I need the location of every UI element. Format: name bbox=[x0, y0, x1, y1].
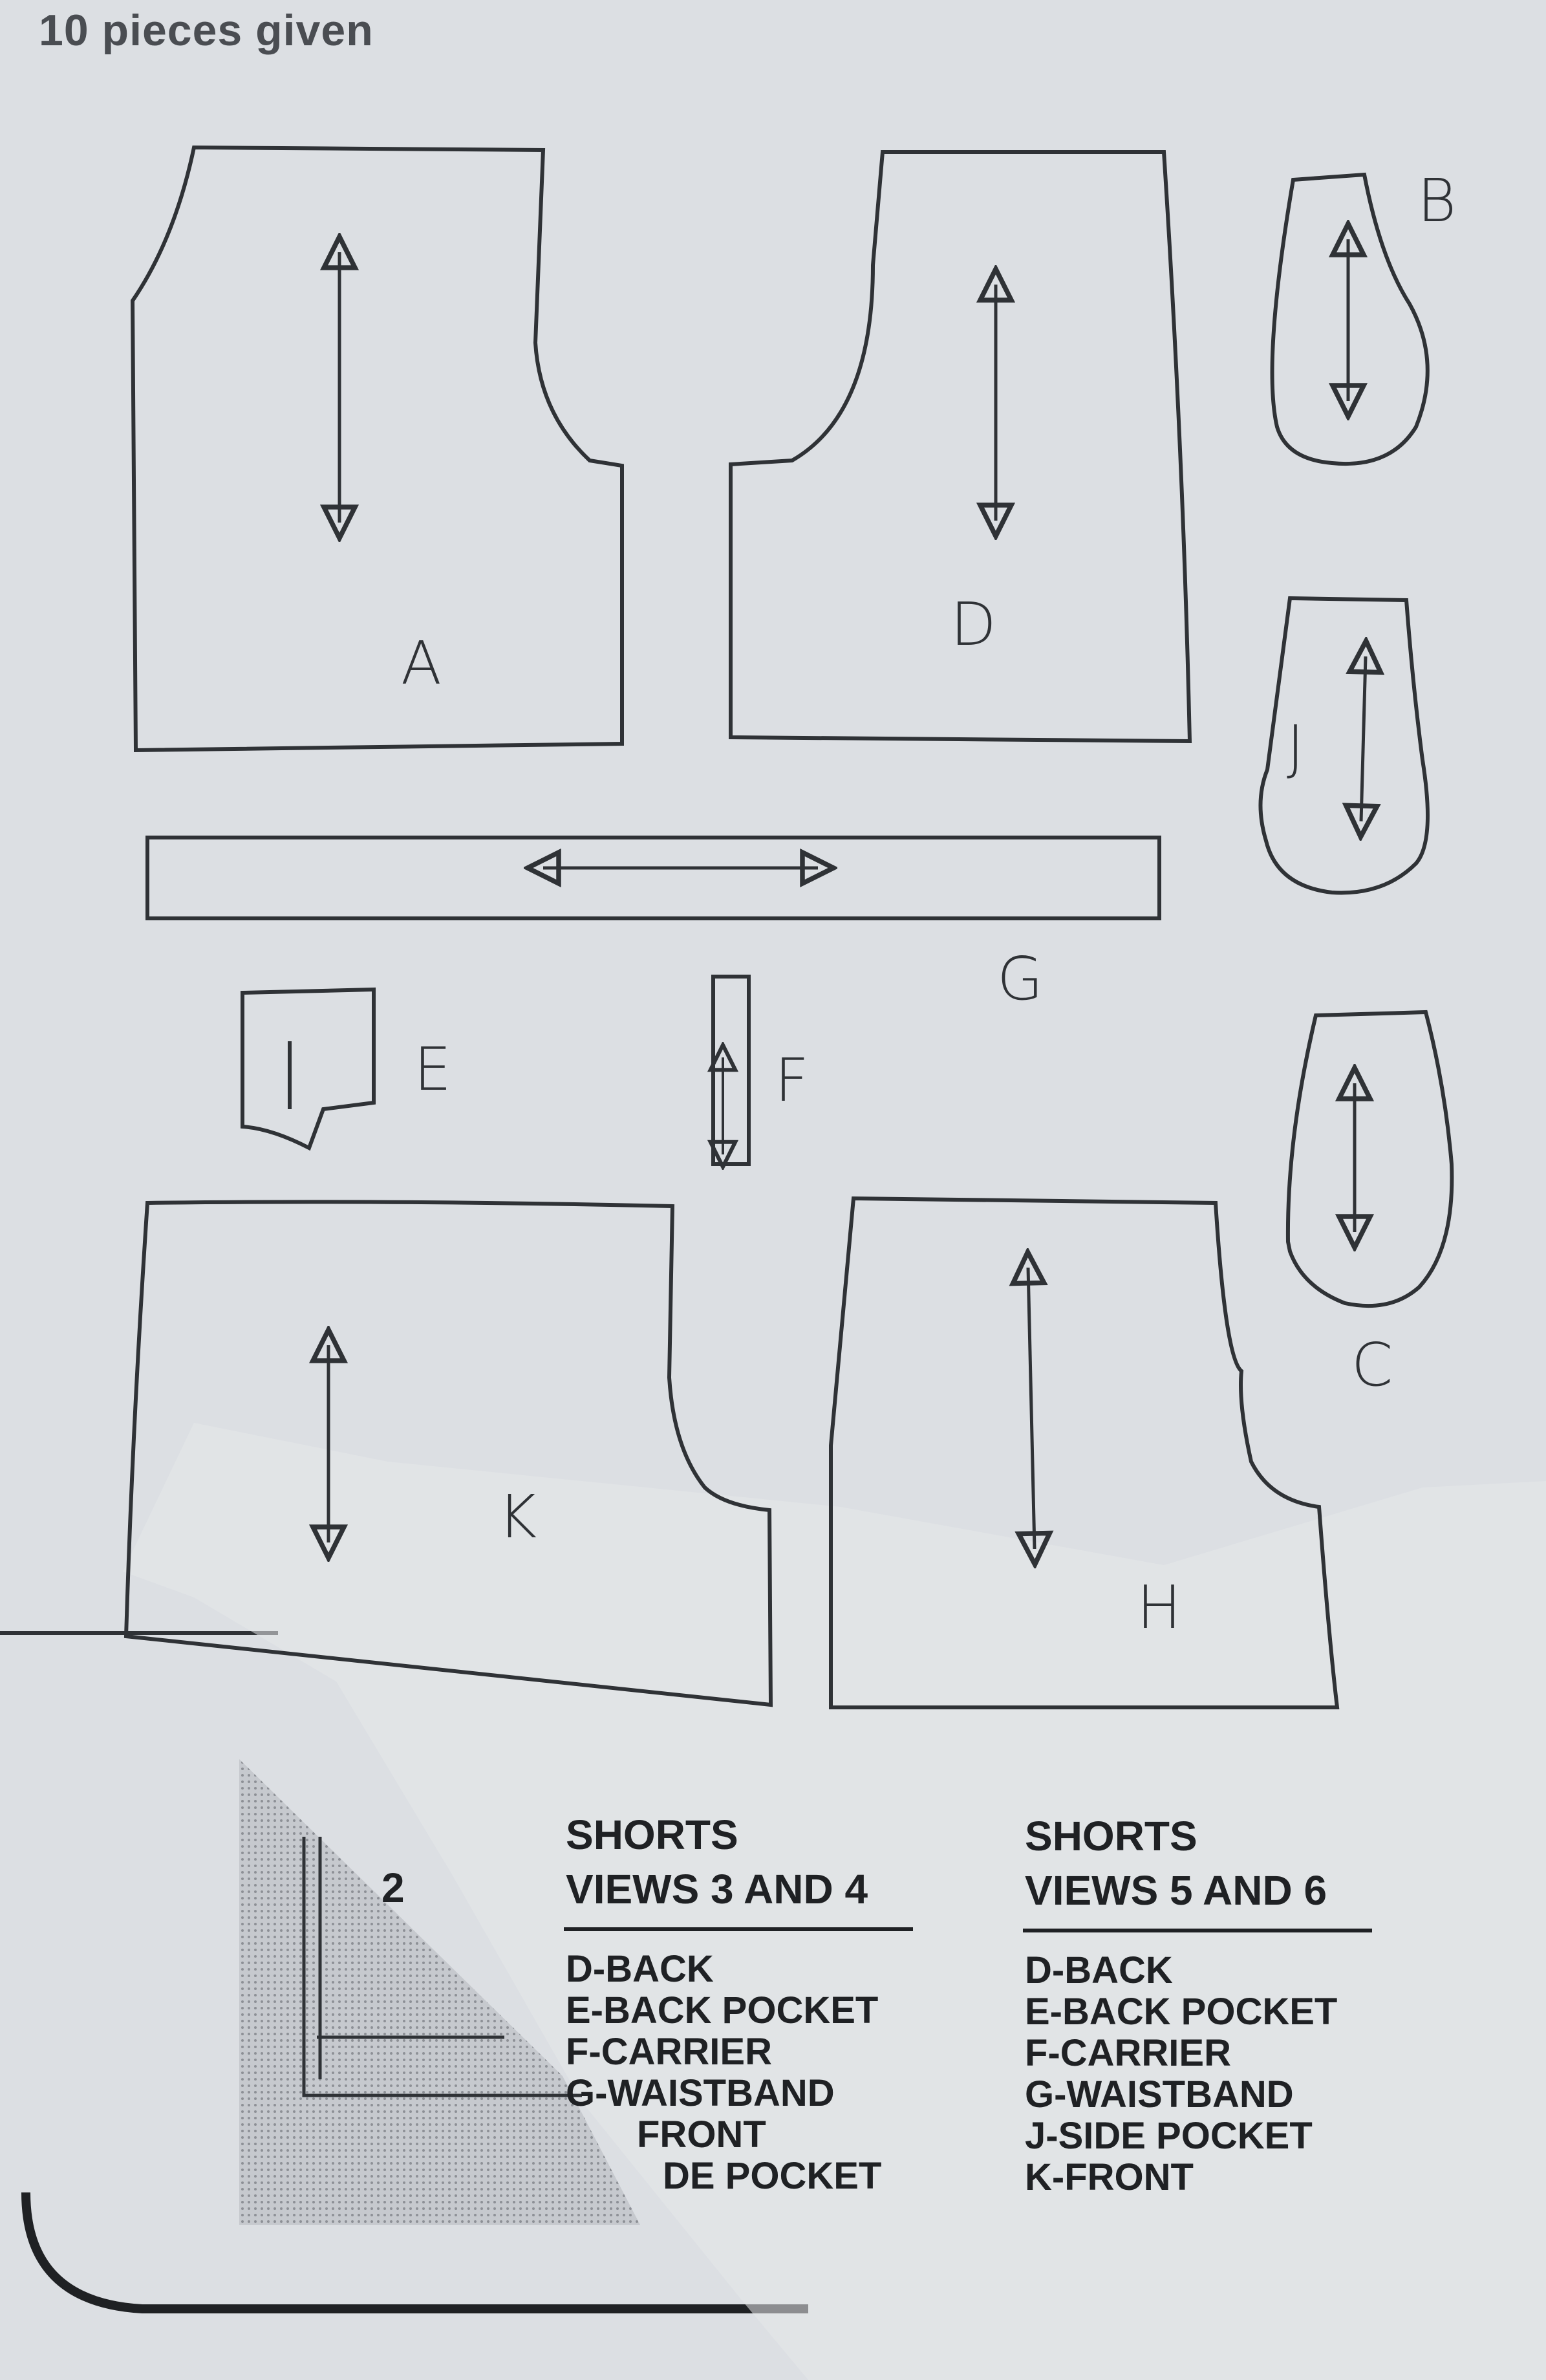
legend-left-subtitle: VIEWS 3 AND 4 bbox=[566, 1866, 868, 1912]
legend-views-3-4: SHORTS VIEWS 3 AND 4 D-BACK E-BACK POCKE… bbox=[566, 1808, 881, 2197]
dotted-fragment bbox=[239, 1759, 640, 2225]
legend-right-item: F-CARRIER bbox=[1025, 2032, 1231, 2074]
piece-B-outline bbox=[1270, 172, 1430, 466]
legend-left-item: D-BACK bbox=[566, 1948, 714, 1990]
piece-B-label: B bbox=[1417, 166, 1457, 235]
pieces-count-heading: 10 pieces given bbox=[39, 6, 374, 55]
piece-H-label: H bbox=[1137, 1573, 1182, 1642]
piece-E-label: E bbox=[414, 1035, 452, 1104]
legend-right-item: J-SIDE POCKET bbox=[1025, 2115, 1313, 2157]
legend-left-title: SHORTS bbox=[566, 1812, 738, 1858]
piece-J-label: J bbox=[1287, 713, 1305, 782]
piece-H-outline bbox=[829, 1196, 1340, 1709]
torn-paper-overlay bbox=[123, 1423, 1546, 2380]
piece-J-outline bbox=[1258, 596, 1430, 895]
legend-right-item: D-BACK bbox=[1025, 1949, 1173, 1991]
legend-right-item: G-WAISTBAND bbox=[1025, 2073, 1294, 2115]
fragment-number: 2 bbox=[381, 1865, 405, 1911]
legend-left-item: DE POCKET bbox=[663, 2155, 882, 2197]
piece-C-outline bbox=[1285, 1010, 1454, 1308]
piece-E-outline bbox=[241, 987, 376, 1151]
legend-left-item: E-BACK POCKET bbox=[566, 1989, 879, 2031]
piece-D-outline bbox=[729, 150, 1192, 744]
legend-left-item: FRONT bbox=[637, 2114, 766, 2156]
piece-F-outline bbox=[711, 975, 751, 1166]
legend-views-5-6: SHORTS VIEWS 5 AND 6 D-BACK E-BACK POCKE… bbox=[1025, 1809, 1337, 2198]
piece-H-grainline bbox=[1028, 1268, 1035, 1549]
legend-right-title: SHORTS bbox=[1025, 1813, 1197, 1859]
piece-J-grainline bbox=[1361, 656, 1366, 821]
piece-A-label: A bbox=[401, 629, 442, 698]
piece-F-label: F bbox=[775, 1046, 809, 1115]
instruction-panel-frame bbox=[21, 2192, 808, 2313]
piece-C-label: C bbox=[1351, 1330, 1393, 1400]
piece-K-outline bbox=[123, 1200, 773, 1707]
legend-left-item: F-CARRIER bbox=[566, 2031, 772, 2073]
piece-A-outline bbox=[130, 145, 624, 753]
legend-right-subtitle: VIEWS 5 AND 6 bbox=[1025, 1867, 1327, 1914]
piece-K-label: K bbox=[498, 1482, 537, 1552]
legend-right-item: E-BACK POCKET bbox=[1025, 1991, 1338, 2033]
legend-left-item: G-WAISTBAND bbox=[566, 2072, 835, 2114]
piece-G-outline bbox=[145, 836, 1161, 920]
legend-right-item: K-FRONT bbox=[1025, 2156, 1194, 2198]
piece-G-label: G bbox=[997, 944, 1044, 1013]
piece-D-label: D bbox=[950, 590, 996, 659]
